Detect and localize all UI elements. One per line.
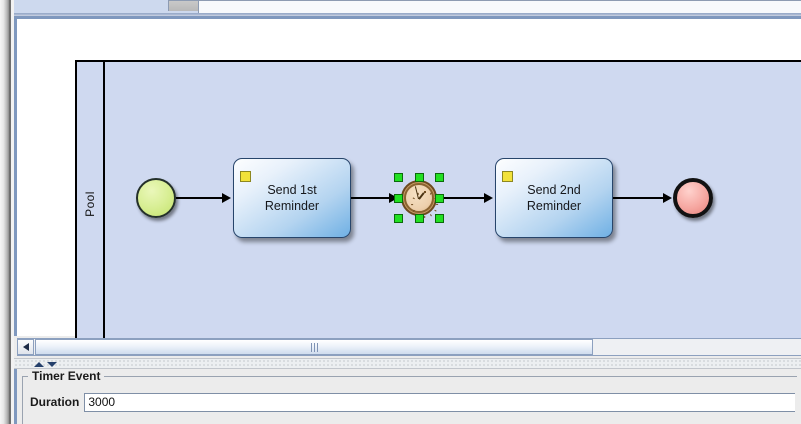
- sequence-flow-1-arrowhead: [222, 193, 231, 203]
- selection-handle-n[interactable]: [415, 173, 424, 182]
- canvas-top-border: [17, 16, 801, 19]
- duration-label: Duration: [30, 395, 80, 409]
- sequence-flow-4[interactable]: [613, 197, 665, 199]
- window-left-border-light: [11, 0, 14, 424]
- scrollbar-thumb[interactable]: [35, 339, 593, 355]
- task-send-2nd-reminder[interactable]: Send 2nd Reminder: [495, 158, 613, 238]
- panel-splitter[interactable]: [14, 358, 801, 369]
- scrollbar-grip-icon: [310, 342, 318, 352]
- selection-handle-sw[interactable]: [394, 214, 403, 223]
- task-label: Send 2nd Reminder: [526, 182, 582, 214]
- start-event[interactable]: [136, 178, 176, 218]
- selection-handle-nw[interactable]: [394, 173, 403, 182]
- properties-group-box: [22, 376, 797, 424]
- pool-label-band: Pool: [77, 62, 105, 346]
- collapse-up-icon[interactable]: [34, 362, 44, 367]
- sequence-flow-2[interactable]: [351, 197, 391, 199]
- end-event[interactable]: [673, 178, 713, 218]
- window-left-border-dark: [9, 0, 11, 424]
- chevron-left-icon: [22, 343, 29, 351]
- pool-label: Pool: [83, 191, 97, 217]
- selection-handle-e[interactable]: [435, 194, 444, 203]
- sequence-flow-1[interactable]: [176, 197, 224, 199]
- scroll-left-button[interactable]: [17, 339, 34, 355]
- canvas-horizontal-scrollbar[interactable]: [17, 338, 801, 356]
- sequence-flow-2-arrowhead: [389, 193, 398, 203]
- sequence-flow-3[interactable]: [438, 197, 486, 199]
- sequence-flow-4-arrowhead: [663, 193, 672, 203]
- task-label: Send 1st Reminder: [264, 182, 320, 214]
- sequence-flow-3-arrowhead: [484, 193, 493, 203]
- selection-handle-ne[interactable]: [435, 173, 444, 182]
- tab-strip-underline: [14, 13, 801, 16]
- message-marker-icon: [240, 171, 251, 182]
- selection-handle-se[interactable]: [435, 214, 444, 223]
- window-left-shadow: [0, 0, 9, 424]
- timer-intermediate-event[interactable]: [394, 173, 444, 223]
- selection-handle-w[interactable]: [394, 194, 403, 203]
- duration-input[interactable]: 3000: [84, 392, 795, 412]
- diagram-canvas[interactable]: Pool Send 1st Reminder: [14, 16, 801, 348]
- task-send-1st-reminder[interactable]: Send 1st Reminder: [233, 158, 351, 238]
- duration-row: Duration 3000: [30, 392, 795, 412]
- selection-handle-s[interactable]: [415, 214, 424, 223]
- properties-group-title: Timer Event: [28, 369, 105, 383]
- message-marker-icon: [502, 171, 513, 182]
- tab-wide[interactable]: [198, 0, 801, 13]
- collapse-down-icon[interactable]: [47, 362, 57, 367]
